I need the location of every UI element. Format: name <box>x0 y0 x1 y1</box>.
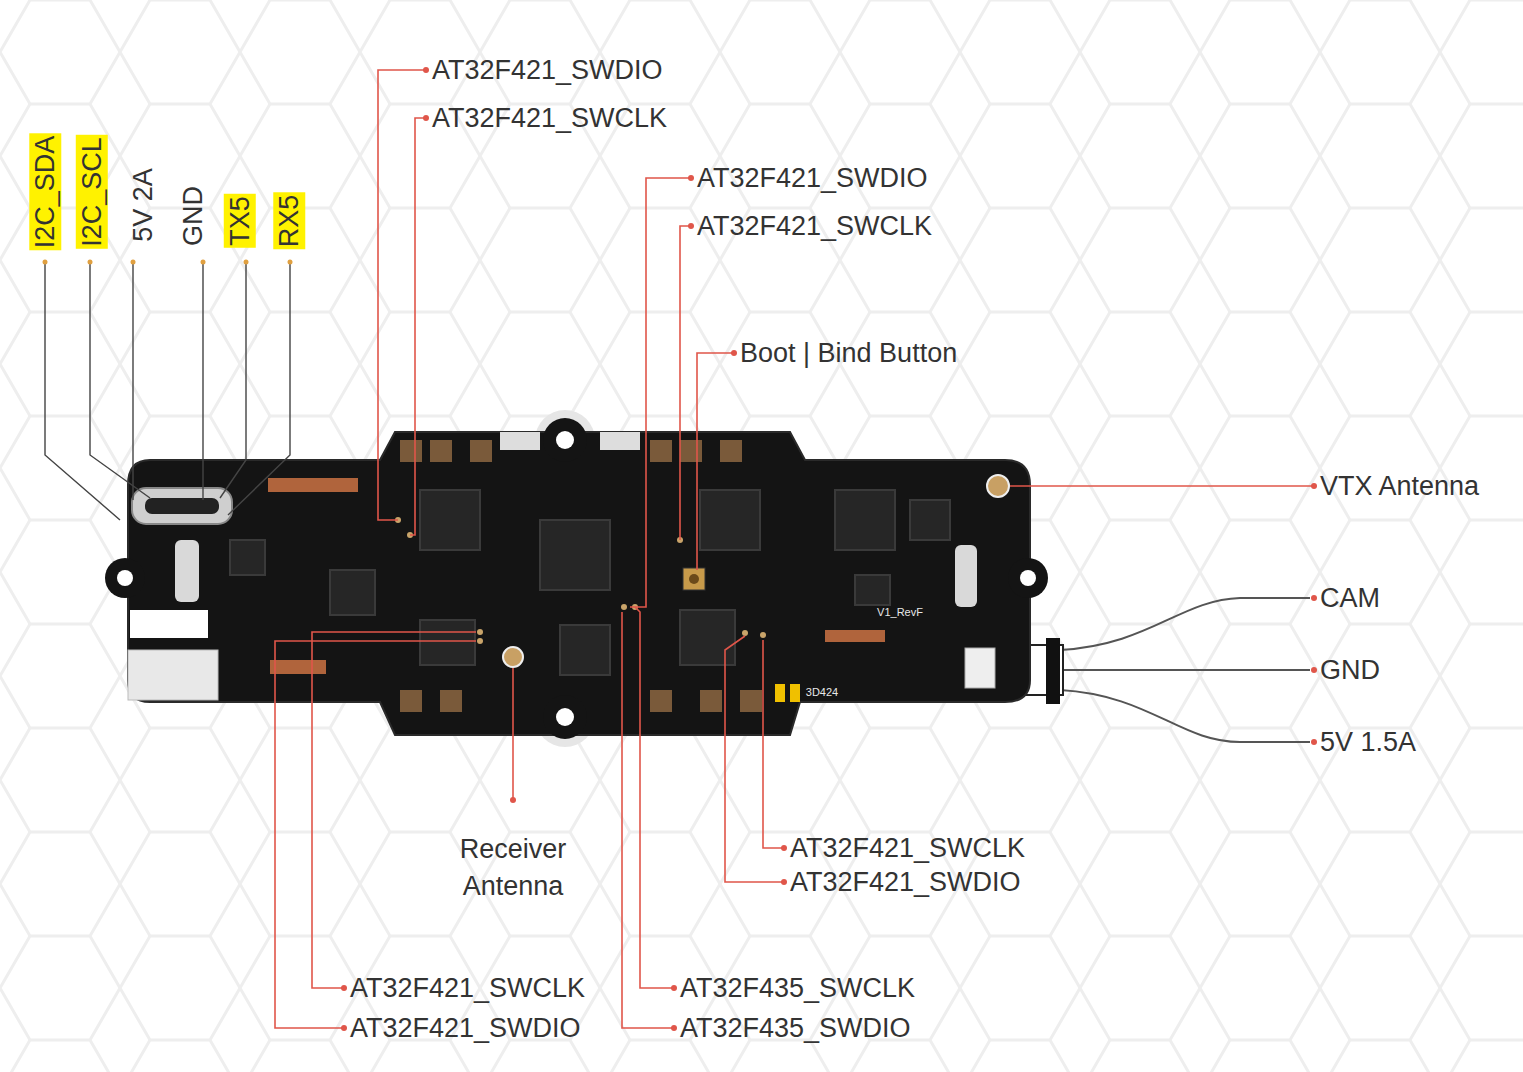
leader-lines <box>275 70 1314 1028</box>
usb-pin-dots <box>43 260 293 265</box>
signal-label: AT32F421_SWCLK <box>697 210 932 242</box>
signal-label: AT32F435_SWDIO <box>680 1012 911 1044</box>
signal-label: AT32F421_SWCLK <box>790 832 1025 864</box>
pin-label: 5V 2A <box>127 168 159 242</box>
leader-dots <box>341 67 1317 1031</box>
camera-cable <box>1060 598 1310 742</box>
signal-label: AT32F421_SWDIO <box>790 866 1021 898</box>
signal-label: AT32F421_SWDIO <box>697 162 928 194</box>
wire-label: 5V 1.5A <box>1320 726 1416 758</box>
pin-label: RX5 <box>273 193 305 250</box>
pin-label: I2C_SCL <box>76 135 108 249</box>
signal-label: AT32F435_SWCLK <box>680 972 915 1004</box>
silkscreen-text: V1_RevF <box>877 606 923 618</box>
usb-pin-leaders <box>45 264 290 520</box>
part-label: Receiver Antenna <box>438 831 588 905</box>
signal-label: AT32F421_SWDIO <box>432 54 663 86</box>
signal-label: AT32F421_SWCLK <box>350 972 585 1004</box>
wire-label: GND <box>1320 654 1380 686</box>
pin-label: GND <box>177 186 209 246</box>
wire-label: CAM <box>1320 582 1380 614</box>
signal-label: AT32F421_SWCLK <box>432 102 667 134</box>
part-label: Boot | Bind Button <box>740 337 957 369</box>
part-label: VTX Antenna <box>1320 470 1479 502</box>
signal-label: AT32F421_SWDIO <box>350 1012 581 1044</box>
pin-label: I2C_SDA <box>29 134 61 251</box>
silkscreen-text: 3D424 <box>806 686 838 698</box>
pin-label: TX5 <box>224 194 256 248</box>
cable-plug <box>1046 638 1060 704</box>
